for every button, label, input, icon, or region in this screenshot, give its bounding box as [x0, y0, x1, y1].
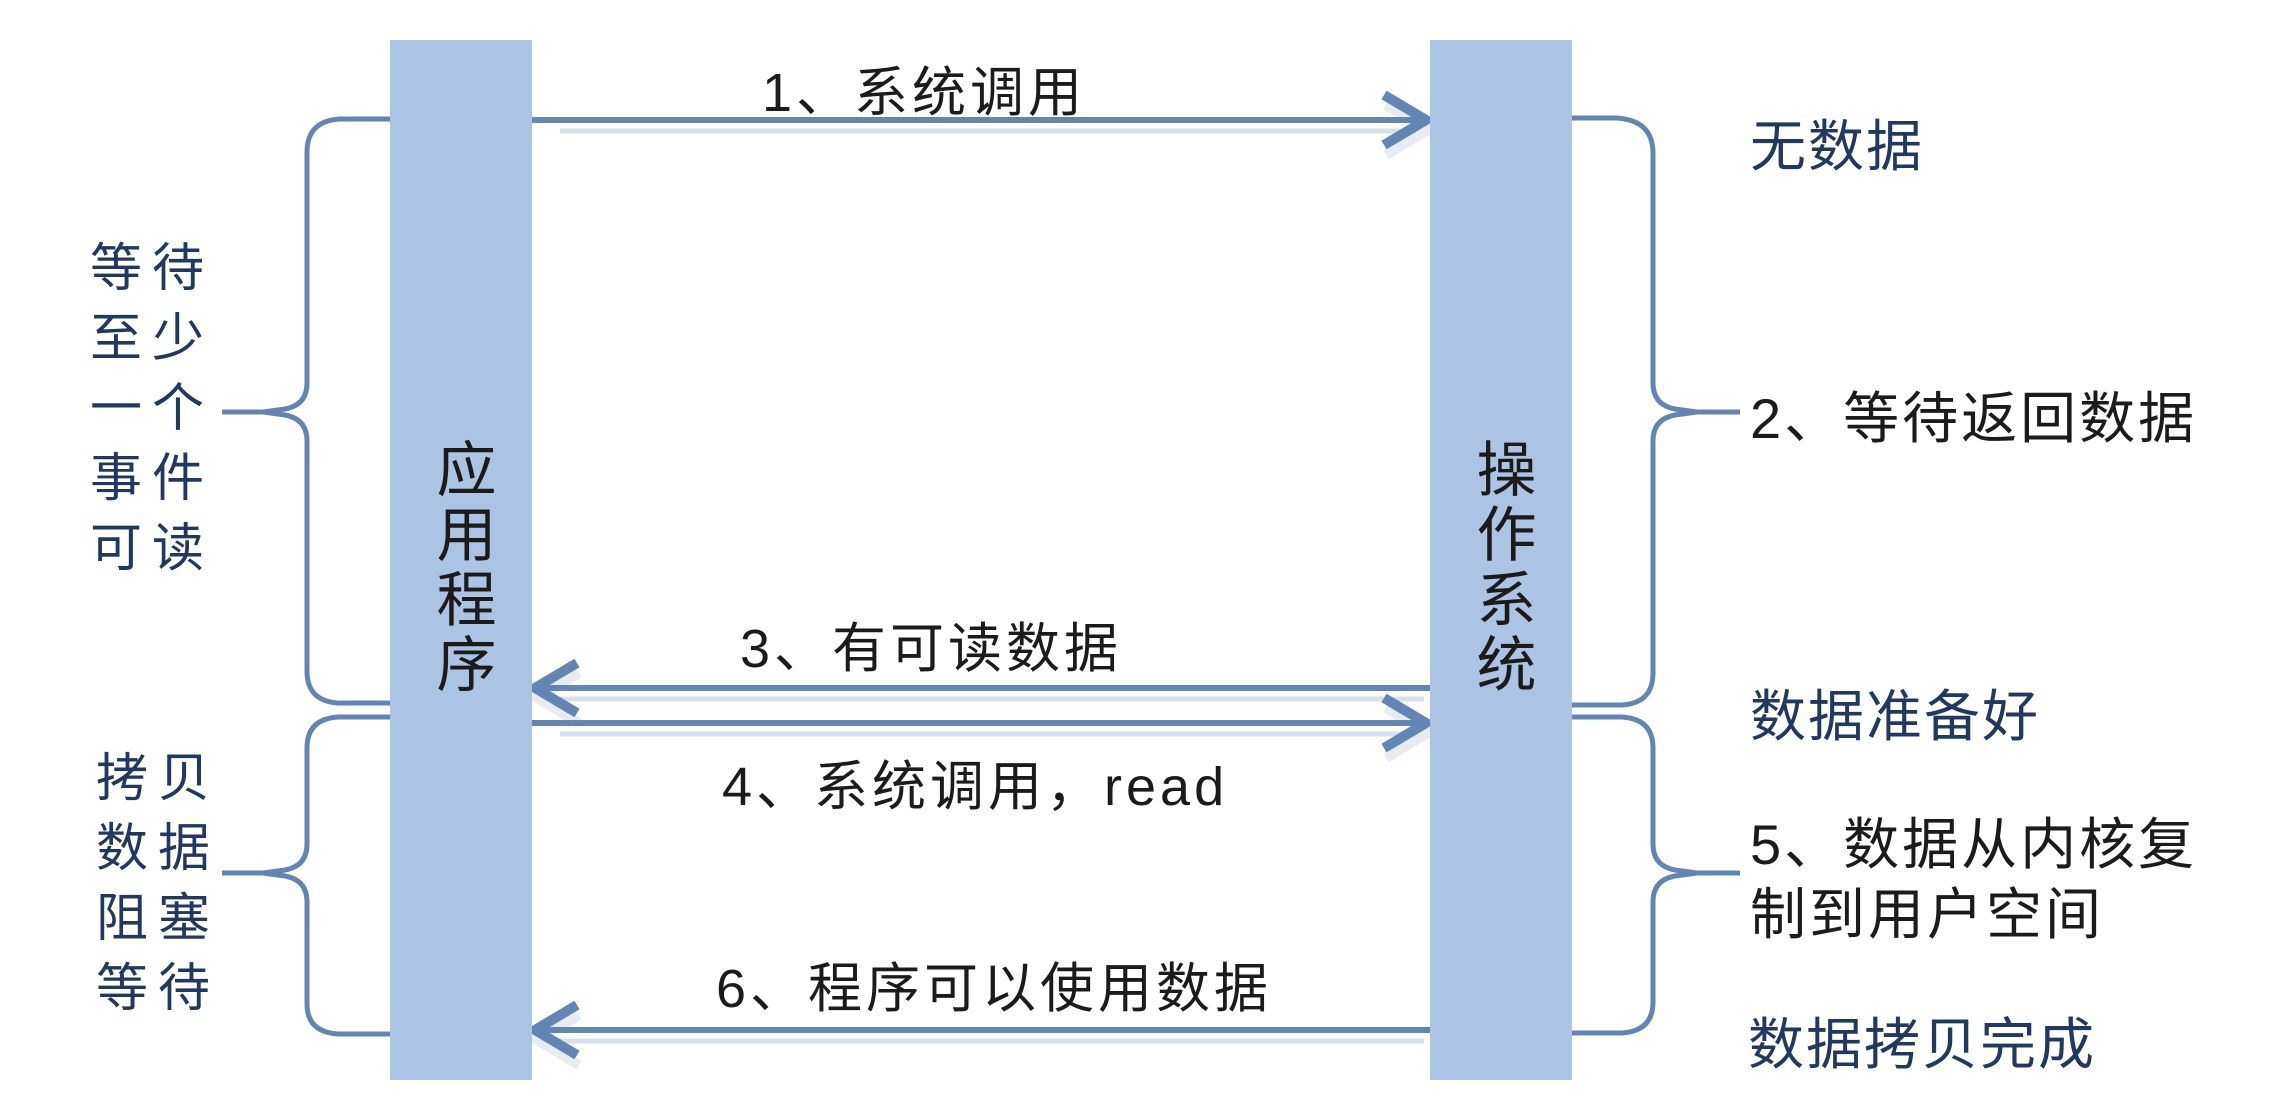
os-actor-label: 操作系统: [1468, 438, 1535, 698]
message-step3-label: 3、有可读数据: [740, 619, 1123, 679]
arrowhead-step6-shadow: [527, 1010, 582, 1070]
message-step6-label: 6、程序可以使用数据: [716, 959, 1273, 1019]
arrowhead-step6: [525, 1000, 580, 1060]
arrowhead-step1-shadow: [1383, 100, 1438, 160]
arrowhead-step1: [1381, 90, 1436, 150]
message-step4-label: 4、系统调用，read: [722, 757, 1229, 817]
annotation-step2: 2、等待返回数据: [1750, 387, 2198, 450]
annotation-app-wait: 等待 至少 一个 事件 可读: [90, 240, 215, 578]
arrowhead-step4-shadow: [1383, 703, 1438, 763]
brace-left-copy: [262, 714, 390, 1037]
annotation-step5: 5、数据从内核复 制到用户空间: [1750, 813, 2198, 946]
arrowhead-step3-shadow: [527, 668, 582, 728]
brace-right-copy: [1572, 714, 1698, 1036]
annotation-os-data-ready: 数据准备好: [1750, 685, 2040, 748]
brace-right-wait: [1572, 115, 1698, 708]
os-lifeline-bar: 操作系统: [1430, 40, 1572, 1080]
arrowhead-step3: [525, 658, 580, 718]
annotation-os-no-data: 无数据: [1750, 115, 1924, 178]
brace-left-wait: [262, 116, 390, 706]
message-step1-label: 1、系统调用: [762, 63, 1087, 123]
annotation-app-copy: 拷贝 数据 阻塞 等待: [96, 750, 221, 1018]
arrowhead-step4: [1381, 693, 1436, 753]
annotation-os-copy-done: 数据拷贝完成: [1748, 1013, 2096, 1076]
app-lifeline-bar: 应用程序: [390, 40, 532, 1080]
app-actor-label: 应用程序: [428, 438, 495, 698]
